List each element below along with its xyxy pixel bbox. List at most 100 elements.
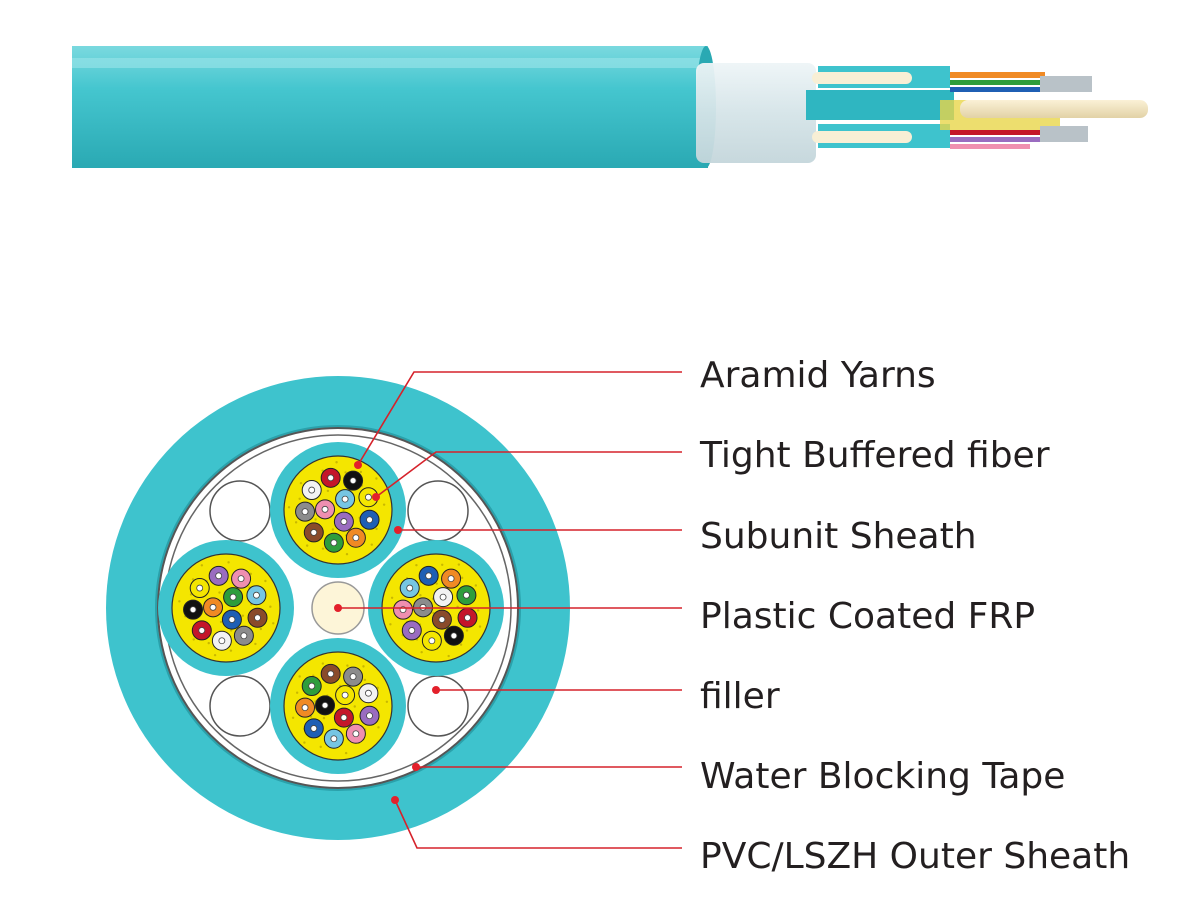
fiber-core xyxy=(447,575,455,583)
yarn-strand xyxy=(459,643,463,646)
fiber-core xyxy=(366,516,373,524)
yarn-strand xyxy=(269,605,272,608)
subunit xyxy=(270,638,406,774)
yarn-strand xyxy=(415,563,418,567)
fiber-core xyxy=(237,575,245,583)
yarn-strand xyxy=(441,563,444,566)
yarn-strand xyxy=(298,675,301,678)
leader-dot-subunit xyxy=(394,526,402,534)
fiber-core xyxy=(308,682,316,690)
fiber-core xyxy=(341,691,349,699)
yarn-strand xyxy=(344,751,348,755)
yarn-strand xyxy=(305,544,309,547)
yarn-strand xyxy=(389,623,392,626)
fiber-bundle-side xyxy=(950,144,1030,149)
yarn-strand xyxy=(345,552,349,556)
yarn-strand xyxy=(319,745,322,749)
fiber-core xyxy=(428,637,436,645)
fiber-core xyxy=(209,603,217,611)
fiber-core xyxy=(349,673,357,681)
leader-tight xyxy=(375,451,682,498)
yarn-strand xyxy=(229,649,233,652)
filler xyxy=(209,675,271,737)
yarn-strand xyxy=(342,508,345,512)
yarn-strand xyxy=(303,741,306,744)
yarn-strand xyxy=(335,461,338,464)
yarn-strand xyxy=(178,600,181,603)
fiber-core xyxy=(352,730,360,738)
fiber-core xyxy=(463,591,470,599)
fiber-core xyxy=(464,614,471,622)
fiber-core xyxy=(321,701,329,709)
yarn-strand xyxy=(331,528,335,531)
yarn-strand xyxy=(435,582,438,585)
fiber-core xyxy=(301,508,309,516)
yarn-strand xyxy=(474,584,478,587)
yarn-strand xyxy=(460,576,464,580)
leader-dot-frp xyxy=(334,604,342,612)
yarn-strand xyxy=(353,705,356,708)
yarn-strand xyxy=(370,543,373,546)
yarn-strand xyxy=(219,620,223,624)
fiber-core xyxy=(352,534,360,542)
yarn-strand xyxy=(385,700,389,703)
fiber-core xyxy=(438,616,446,623)
cable-side-view xyxy=(72,46,1148,168)
yarn-strand xyxy=(200,564,204,567)
yarn-strand xyxy=(287,506,291,509)
yarn-strand xyxy=(382,503,386,506)
fiber-core xyxy=(330,735,338,743)
filler-rod-side xyxy=(812,131,912,143)
fiber-core xyxy=(229,593,237,601)
fiber-core xyxy=(310,725,318,732)
fiber-bundle-side xyxy=(950,87,1040,92)
yarn-strand xyxy=(321,662,325,665)
yarn-strand xyxy=(377,726,380,729)
fiber-core xyxy=(439,593,447,601)
fiber-core xyxy=(228,616,236,623)
leader-dot-tight xyxy=(372,493,380,501)
fiber-core xyxy=(366,712,373,720)
yarn-strand xyxy=(344,471,347,474)
label-plastic-coated-frp: Plastic Coated FRP xyxy=(700,596,1035,637)
frp-rod-side xyxy=(960,100,1148,118)
yarn-strand xyxy=(191,578,195,581)
yarn-strand xyxy=(359,470,363,474)
fiber-core xyxy=(341,495,349,503)
filler xyxy=(407,675,469,737)
subunit xyxy=(158,540,294,676)
yarn-strand xyxy=(314,518,317,521)
leader-dot-tape xyxy=(412,763,420,771)
fiber-core xyxy=(365,493,372,501)
label-tight-buffered-fiber: Tight Buffered fiber xyxy=(699,435,1050,476)
label-outer-sheath: PVC/LSZH Outer Sheath xyxy=(700,836,1130,877)
filler xyxy=(407,480,469,542)
strength-wires-side xyxy=(1040,76,1092,92)
fiber-core xyxy=(196,584,204,592)
yarn-strand xyxy=(419,594,422,597)
fiber-bundle-side xyxy=(950,72,1045,78)
yarn-strand xyxy=(272,622,275,625)
yarn-strand xyxy=(213,653,217,657)
water-blocking-tape-side xyxy=(696,63,816,163)
fiber-core xyxy=(327,474,335,482)
label-water-blocking-tape: Water Blocking Tape xyxy=(700,756,1065,797)
yarn-strand xyxy=(362,665,365,668)
yarn-strand xyxy=(249,572,252,576)
fiber-core xyxy=(340,714,348,721)
yarn-strand xyxy=(476,609,480,612)
yarn-strand xyxy=(420,650,423,654)
yarn-strand xyxy=(321,547,325,550)
yarn-strand xyxy=(259,627,263,631)
yarn-strand xyxy=(207,641,210,645)
yarn-strand xyxy=(218,591,221,594)
fiber-core xyxy=(450,632,458,640)
yarn-strand xyxy=(390,596,394,600)
yarn-strand xyxy=(363,678,367,682)
yarn-strand xyxy=(326,489,330,493)
label-filler: filler xyxy=(700,676,780,717)
labels: Aramid Yarns Tight Buffered fiber Subuni… xyxy=(699,355,1130,877)
yarn-strand xyxy=(298,497,301,500)
fiber-core xyxy=(406,584,414,592)
leader-lines xyxy=(334,371,682,849)
